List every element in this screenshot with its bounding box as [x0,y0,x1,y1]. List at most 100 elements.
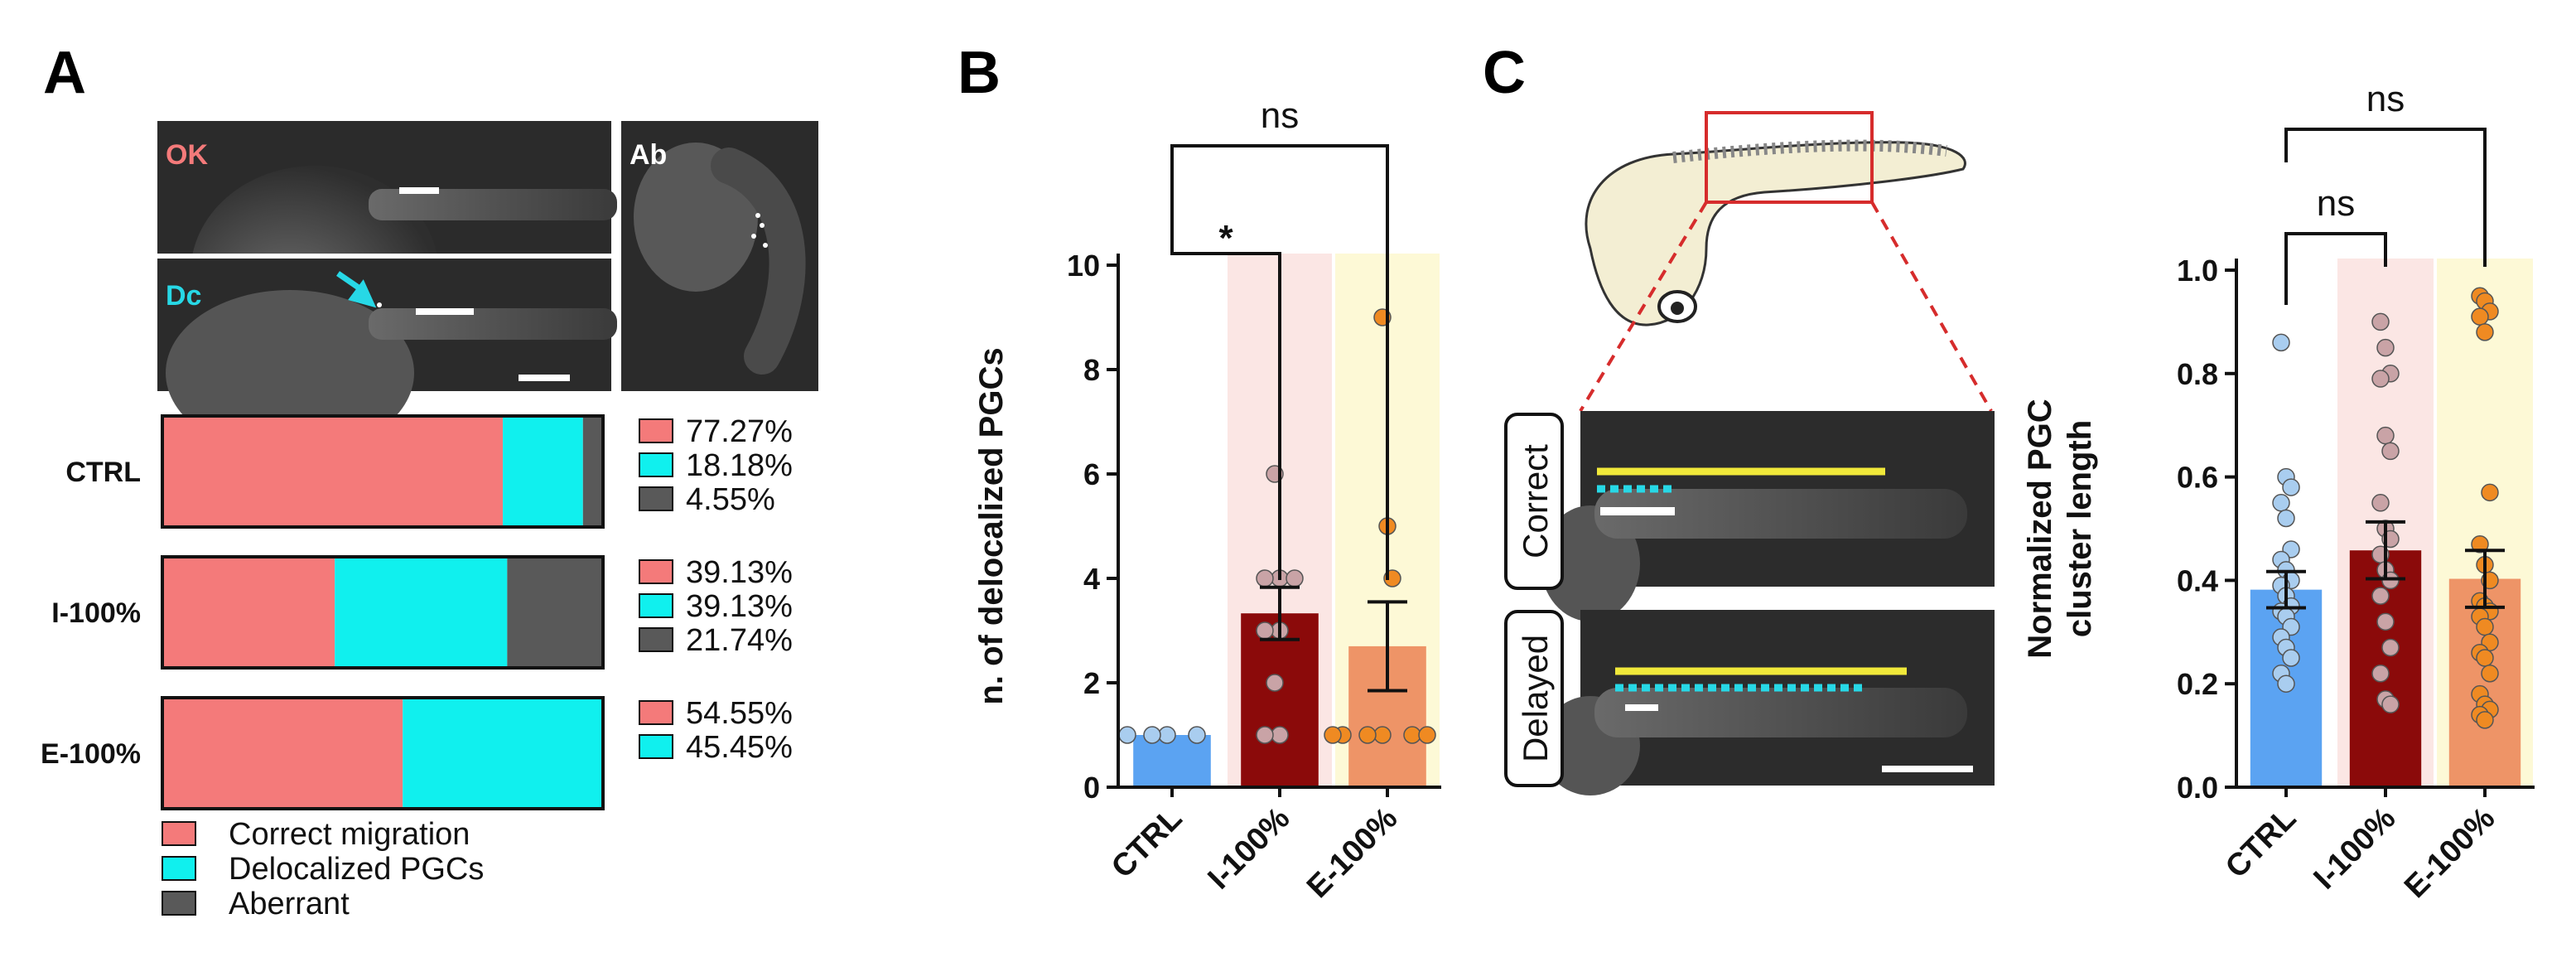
panel-a-images: OK Dc Ab [157,121,818,456]
data-point [1256,569,1274,587]
legend-label: Delocalized PGCs [229,852,484,887]
data-point [2471,307,2489,326]
arrow-icon [336,271,377,308]
image-label-ok: OK [166,139,208,171]
data-point [1266,674,1284,692]
value-swatch [639,700,673,725]
data-point [2471,534,2489,554]
y-tick-label: 4 [1083,562,1100,596]
legend-swatch [162,821,196,846]
y-tick-label: 8 [1083,353,1100,387]
value-label: 54.55% [686,696,793,731]
value-swatch [639,627,673,652]
stacked-bar-segment [162,557,335,668]
x-tick-label: CTRL [1105,801,1189,885]
y-tick-label: 0 [1083,771,1100,805]
y-tick-label: 0.0 [2177,771,2218,805]
data-point [2481,664,2499,683]
data-point [1358,726,1377,744]
data-point [1158,726,1176,744]
image-ab: Ab [621,121,818,391]
legend-label: Correct migration [229,817,470,852]
y-tick-label: 0.2 [2177,667,2218,701]
significance-label: * [1218,218,1233,259]
value-swatch [639,486,673,511]
value-swatch [639,418,673,443]
value-label: 4.55% [686,482,775,517]
data-point [2376,338,2395,357]
data-point [2376,612,2395,631]
stacked-bar-segment [162,698,403,809]
data-point [2272,494,2290,512]
image-correct [1541,411,1995,621]
row-label: I-100% [51,597,141,629]
stacked-bar-segment [335,557,508,668]
data-point [1403,726,1421,744]
y-tick-label: 6 [1083,457,1100,491]
panel-letter-a: A [43,40,86,106]
x-tick-label: E-100% [2398,801,2501,905]
y-tick-label: 0.8 [2177,357,2218,391]
significance-label: ns [1261,95,1299,136]
label-delayed: Delayed [1516,635,1555,762]
value-swatch [639,559,673,584]
data-point [2277,674,2295,693]
y-tick-label: 0.4 [2177,563,2218,597]
y-tick-label: 0.6 [2177,461,2218,495]
data-point [1256,621,1274,640]
data-point [2381,638,2400,657]
data-point [1271,726,1289,744]
data-point [1143,726,1161,744]
data-point [2476,323,2494,341]
data-point [1324,726,1342,744]
value-swatch [639,734,673,759]
y-tick-label: 10 [1067,249,1100,283]
legend-swatch [162,891,196,916]
stacked-bar-segment [582,416,603,527]
scale-bar [519,375,570,381]
data-point [2381,442,2400,461]
data-point [2371,370,2390,388]
image-label-dc: Dc [166,280,201,312]
stacked-bar-outline [161,555,605,670]
stacked-bar-segment [503,416,583,527]
value-label: 77.27% [686,414,793,449]
value-label: 45.45% [686,730,793,765]
data-point [1286,569,1304,587]
y-axis-label: Normalized PGC [2022,399,2058,658]
stacked-bar-segment [507,557,603,668]
data-point [2376,426,2395,445]
panel-letter-b: B [958,40,1001,106]
image-delayed [1541,610,1995,795]
label-box-correct: Correct [1504,413,1564,590]
data-point [2371,494,2390,512]
significance-bracket [2284,128,2487,267]
significance-label: ns [2317,183,2355,224]
scale-bar [1882,766,1973,772]
data-point [2277,509,2295,528]
x-tick-label: CTRL [2219,801,2303,885]
stacked-bar-segment [162,416,504,527]
data-point [1118,726,1136,744]
data-point [2282,478,2300,496]
significance-bracket [1170,224,1281,580]
data-point [2476,649,2494,667]
data-point [2282,649,2300,667]
x-tick-label: I-100% [2308,801,2403,897]
y-axis-label: n. of delocalized PGCs [973,347,1010,704]
zoom-box [1705,111,1874,204]
significance-bracket [1170,144,1389,580]
embryo-drawing [1585,141,1966,326]
label-correct: Correct [1516,444,1555,558]
x-tick-label: I-100% [1202,801,1297,897]
data-point [1188,726,1206,744]
image-dc: Dc [157,259,617,456]
image-label-ab: Ab [630,139,667,171]
row-label: CTRL [65,457,141,488]
value-label: 18.18% [686,448,793,483]
y-tick-label: 2 [1083,666,1100,700]
row-label: E-100% [41,738,141,770]
data-point [2272,333,2290,352]
stacked-bar-outline [161,414,605,529]
